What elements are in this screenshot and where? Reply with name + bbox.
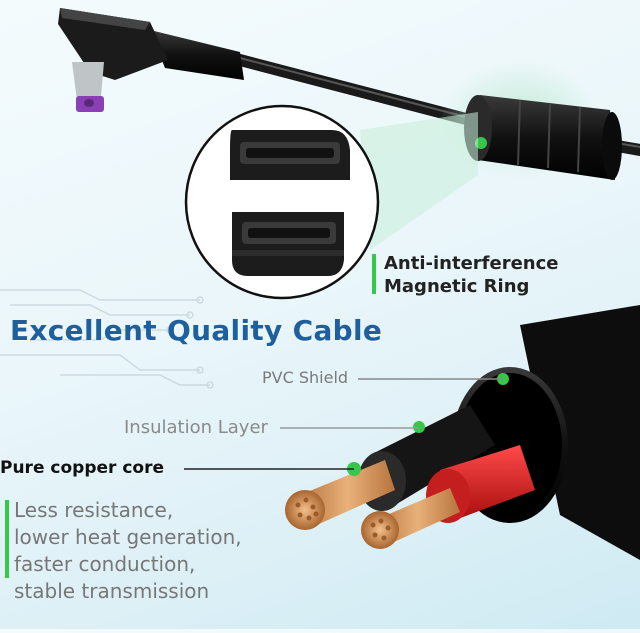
headline: Excellent Quality Cable — [10, 314, 383, 347]
feature-item: Less resistance, — [14, 498, 174, 522]
ring-label: Anti-interference Magnetic Ring — [384, 252, 558, 298]
pvc-shield-label: PVC Shield — [262, 368, 349, 387]
feature-item: lower heat generation, — [14, 525, 242, 549]
callout-lines — [184, 378, 503, 470]
ring-label-line1: Anti-interference — [384, 253, 559, 274]
cable-cross-section — [285, 305, 640, 560]
feature-item: stable transmission — [14, 579, 210, 603]
ring-label-line2: Magnetic Ring — [384, 276, 530, 297]
feature-list: Less resistance, lower heat generation, … — [14, 497, 242, 605]
feature-item: faster conduction, — [14, 552, 196, 576]
features-accent-bar — [5, 500, 9, 578]
ferrite-detail-circle — [184, 104, 380, 300]
circuit-decoration — [0, 289, 214, 389]
ring-label-accent-bar — [372, 254, 376, 294]
insulation-layer-label: Insulation Layer — [124, 417, 268, 438]
copper-core-label: Pure copper core — [0, 458, 164, 478]
